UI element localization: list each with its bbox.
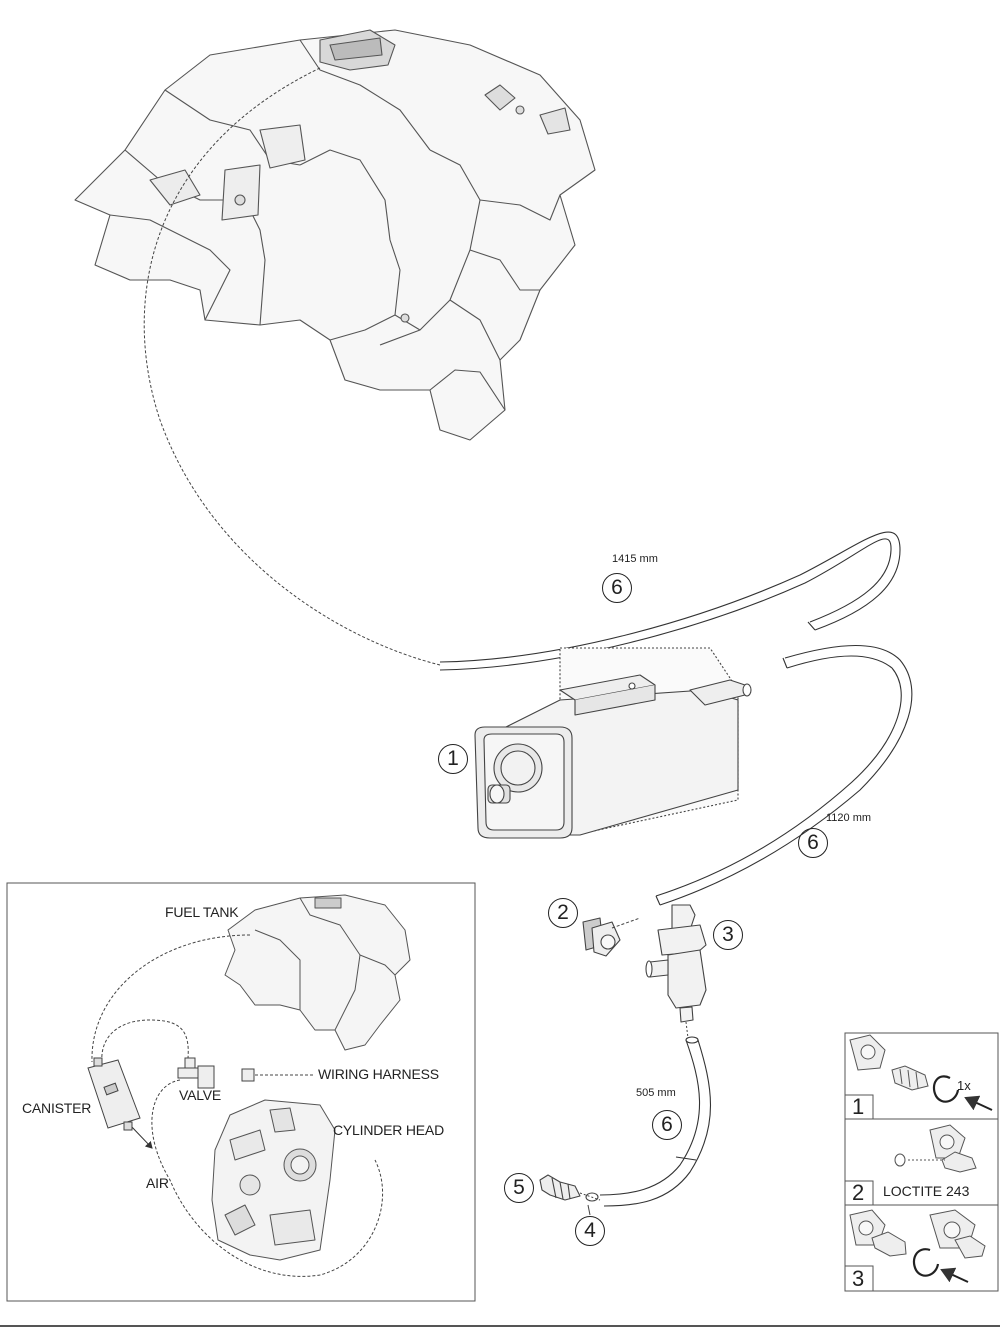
step-boxes [844,1032,999,1292]
fuel-tank-illustration [74,29,596,441]
valve-to-head-line [151,1079,384,1277]
length-1120: 1120 mm [826,812,872,824]
callout-4: 4 [575,1216,605,1246]
schematic-inset [6,882,476,1302]
tank-to-canister-line [91,934,251,1063]
clamp-leader [611,917,641,929]
mini-cylinder-head [211,1099,336,1261]
mini-fuel-tank [224,894,411,1051]
mini-valve [177,1057,255,1089]
step-1-number: 1 [852,1094,865,1119]
hose-505 [599,1036,712,1207]
callout-1: 1 [438,744,468,774]
callout-5: 5 [504,1173,534,1203]
callout-6-bottom: 6 [652,1110,682,1140]
step1-rotate-icon [932,1075,960,1103]
step1-arrow-icon [964,1095,993,1111]
callout-2: 2 [548,898,578,928]
hose-1120 [655,644,913,906]
canister-to-valve-line [101,1019,189,1063]
nipple-illustration [539,1174,581,1201]
label-cylinder-head: CYLINDER HEAD [333,1122,444,1138]
label-air: AIR [146,1175,169,1191]
step-1-note: 1x [957,1078,971,1093]
step-3-number: 3 [852,1266,865,1291]
label-fuel-tank: FUEL TANK [165,904,239,920]
label-wiring-harness: WIRING HARNESS [318,1066,439,1082]
item4-leader [587,1204,591,1216]
step1-illustration [849,1034,929,1091]
canister-illustration [474,647,752,839]
callout-6-top: 6 [602,573,632,603]
step-2-note: LOCTITE 243 [883,1183,970,1199]
length-1415: 1415 mm [612,553,658,565]
valve-hose-dash [685,1021,689,1039]
air-arrow [129,1124,153,1149]
step-2-number: 2 [852,1180,865,1205]
step2-illustration [894,1124,977,1173]
step3-illustration [849,1209,986,1259]
callout-6-right: 6 [798,828,828,858]
label-canister: CANISTER [22,1100,92,1116]
callout-3: 3 [713,920,743,950]
ring-leader [579,1192,601,1201]
length-505: 505 mm [636,1087,676,1099]
step3-arrow-icon [940,1267,969,1283]
clamp-illustration [582,917,621,957]
label-valve: VALVE [179,1087,222,1103]
valve-illustration [645,904,707,1023]
bottom-rule [0,1325,1000,1327]
step3-rotate-icon [912,1248,940,1277]
mini-canister [87,1057,141,1131]
tank-breather-line [143,67,441,666]
